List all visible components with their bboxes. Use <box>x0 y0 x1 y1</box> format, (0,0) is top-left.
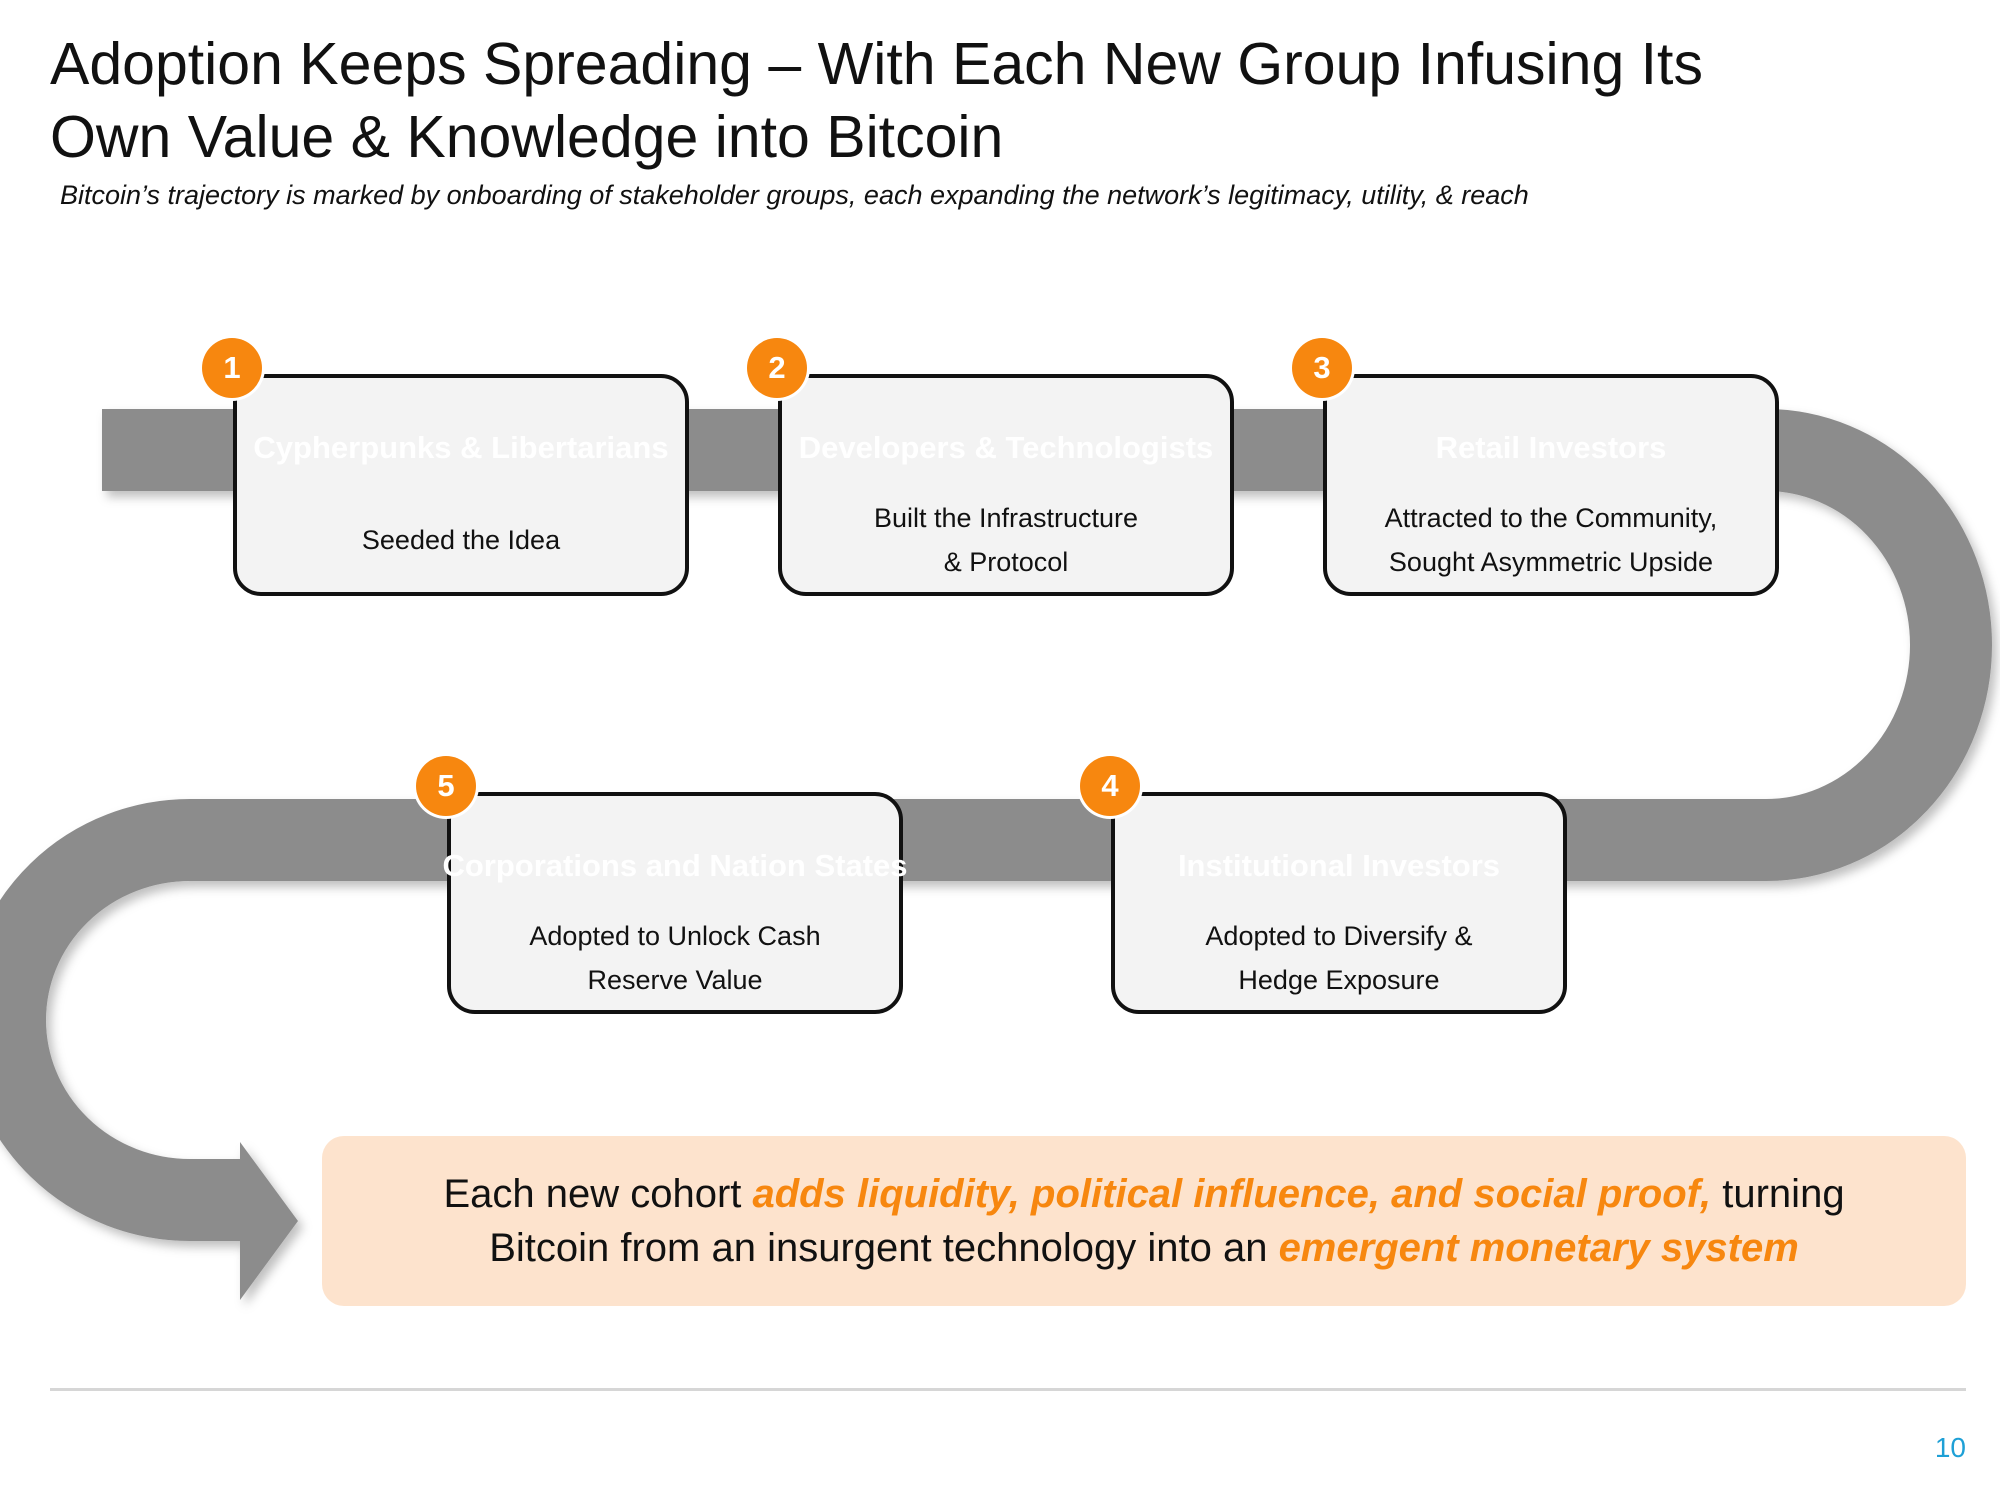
callout-line-2-highlight: emergent monetary system <box>1278 1226 1799 1270</box>
page-title: Adoption Keeps Spreading – With Each New… <box>50 28 1910 174</box>
stage-3-description: Attracted to the Community, Sought Asymm… <box>1384 503 1718 577</box>
stage-card-1: Seeded the Idea <box>233 374 689 596</box>
callout-line-2: Bitcoin from an insurgent technology int… <box>489 1221 1799 1275</box>
stage-4-description: Adopted to Diversify & Hedge Exposure <box>1205 921 1473 995</box>
callout-line-2-pre: Bitcoin from an insurgent technology int… <box>489 1226 1279 1270</box>
stage-5-description: Adopted to Unlock Cash Reserve Value <box>529 921 821 995</box>
flow-band-path <box>0 409 1992 1241</box>
flow-arrow-head <box>240 1142 298 1300</box>
stage-3-number-badge: 3 <box>1292 338 1352 398</box>
stage-4-number-badge: 4 <box>1080 756 1140 816</box>
stage-3-title: Retail Investors <box>1435 430 1667 465</box>
stage-5-title: Corporations and Nation States <box>442 848 908 883</box>
stage-card-3: Attracted to the Community, Sought Asymm… <box>1323 374 1779 596</box>
callout-line-1-post: turning <box>1711 1172 1845 1216</box>
stage-card-2: Built the Infrastructure & Protocol <box>778 374 1234 596</box>
stage-1-title: Cypherpunks & Libertarians <box>253 430 669 465</box>
stage-1-description: Seeded the Idea <box>361 525 561 555</box>
callout-line-1-pre: Each new cohort <box>443 1172 753 1216</box>
stage-1-number-badge: 1 <box>202 338 262 398</box>
stage-2-number-badge: 2 <box>747 338 807 398</box>
stage-5-number-badge: 5 <box>416 756 476 816</box>
summary-callout: Each new cohort adds liquidity, politica… <box>322 1136 1966 1306</box>
title-line-2: Own Value & Knowledge into Bitcoin <box>50 104 1004 170</box>
stage-card-4: Adopted to Diversify & Hedge Exposure <box>1111 792 1567 1014</box>
footer-divider <box>50 1388 1966 1391</box>
callout-line-1: Each new cohort adds liquidity, politica… <box>443 1167 1844 1221</box>
title-line-1: Adoption Keeps Spreading – With Each New… <box>50 31 1703 97</box>
page-number: 10 <box>1934 1432 1966 1463</box>
stage-4-title: Institutional Investors <box>1177 848 1501 883</box>
callout-line-1-highlight: adds liquidity, political influence, and… <box>752 1172 1712 1216</box>
stage-2-title: Developers & Technologists <box>798 430 1214 465</box>
stage-2-description: Built the Infrastructure & Protocol <box>873 503 1139 577</box>
stage-card-5: Adopted to Unlock Cash Reserve Value <box>447 792 903 1014</box>
page-subtitle: Bitcoin’s trajectory is marked by onboar… <box>60 180 1529 210</box>
